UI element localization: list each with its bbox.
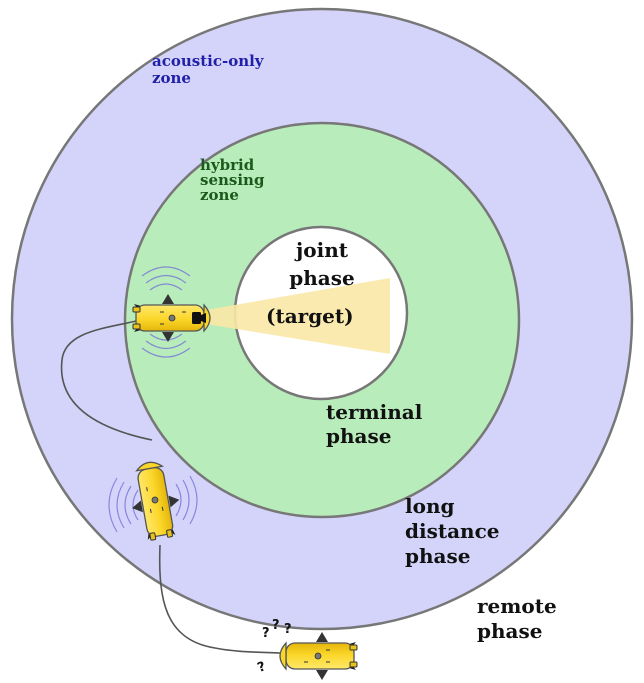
question-mark: ? — [284, 622, 292, 637]
question-mark: ? — [262, 626, 270, 641]
vehicle-terminal-phase — [132, 293, 211, 343]
acoustic-waves-long-distance — [108, 475, 198, 533]
camera-beam — [206, 278, 390, 354]
terminal-phase-label: terminal phase — [326, 400, 423, 448]
target-label: (target) — [266, 304, 354, 328]
hybrid-sensing-zone-label: hybrid sensing zone — [200, 156, 265, 204]
acoustic-only-zone-label: acoustic-only zone — [152, 52, 264, 87]
vehicle-trajectory — [60, 319, 281, 654]
joint-phase-label: joint phase — [289, 238, 355, 290]
question-mark: ? — [272, 618, 280, 633]
acoustic-waves-terminal — [141, 266, 191, 358]
remote-phase-label: remote phase — [477, 594, 557, 643]
vehicle-remote-phase — [279, 631, 358, 681]
long-distance-phase-label: long distance phase — [405, 494, 500, 568]
